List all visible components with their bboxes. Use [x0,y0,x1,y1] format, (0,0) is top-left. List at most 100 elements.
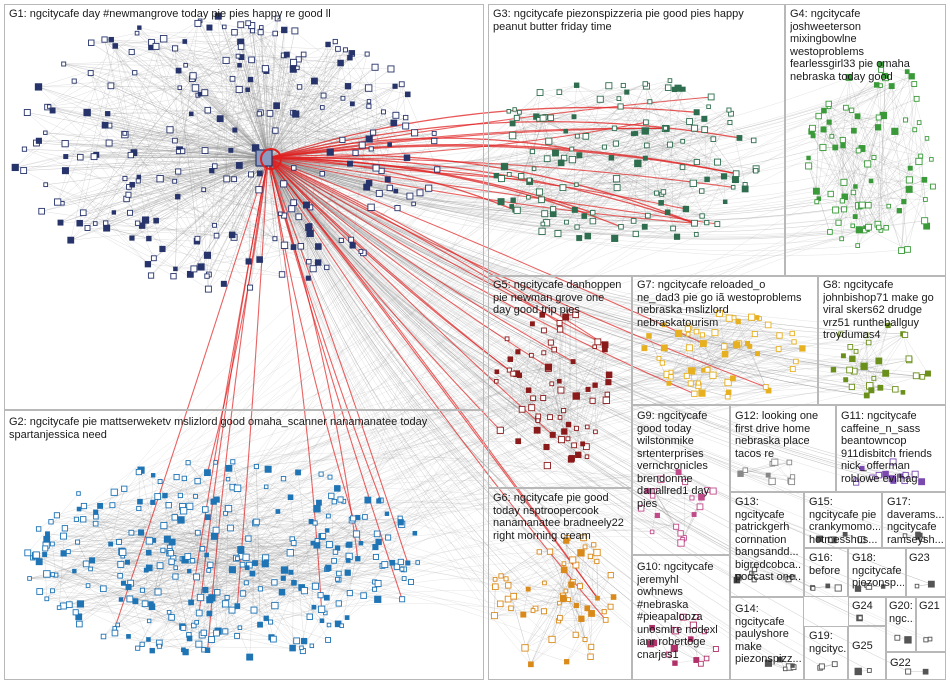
edge [267,111,384,159]
edge [29,578,294,583]
edge [611,128,666,158]
edge [267,83,402,159]
edge [573,116,756,171]
edge [835,110,852,148]
edge [131,237,197,242]
edge [216,235,275,239]
edge [267,157,668,217]
group-label-g21: G21 [919,600,940,612]
edge [240,46,343,141]
edge [501,135,578,179]
edge [267,101,370,159]
edge [60,140,176,223]
edge [52,574,124,584]
edge [52,486,267,575]
edge [63,63,374,133]
edge [283,478,362,544]
edge [63,63,353,104]
edge [552,316,566,435]
edge [267,85,396,159]
edge [15,157,269,168]
edge [577,135,605,148]
edge [575,605,577,635]
edge [295,107,323,115]
edge [273,542,314,640]
edge [293,533,378,544]
edge [135,497,291,602]
edge [314,48,339,82]
edge [517,128,695,211]
edge [310,501,344,522]
edge [208,157,269,290]
group-label-g8: G8: ngcitycafe johnbishop71 make go vira… [823,279,934,341]
edge [672,168,757,229]
edge [246,582,297,642]
edge [557,179,708,234]
edge [138,176,217,236]
edge [217,16,269,159]
edge [553,213,678,237]
edge [831,136,921,157]
edge [105,222,149,265]
edge [55,567,248,576]
edge [128,189,259,195]
edge [866,138,928,229]
edge [241,516,366,557]
edge [59,558,237,608]
edge [267,41,336,159]
edge [252,30,300,217]
edge [129,193,380,213]
edge [150,462,189,605]
edge [46,573,186,653]
edge [267,157,819,215]
edge [65,138,370,157]
edge [560,389,577,429]
edge [855,129,915,187]
edge [323,53,352,96]
edge [46,538,293,575]
edge [379,132,415,194]
edge [857,199,926,246]
edge [63,510,184,554]
edge [868,186,934,206]
edge [65,170,106,224]
edge [38,138,370,142]
edge [225,60,227,179]
edge [217,592,322,621]
edge [528,329,561,391]
edge [509,174,593,222]
edge [83,505,237,559]
edge [87,65,240,113]
edge [65,170,149,265]
edge [269,41,336,114]
edge [238,89,269,159]
edge [538,106,709,120]
edge [838,159,932,223]
edge [74,80,269,159]
edge [835,147,872,182]
edge [134,72,269,159]
edge [241,501,344,557]
edge [267,76,912,167]
edge [267,157,860,239]
edge [90,72,210,275]
edge [63,63,260,114]
edge [514,118,544,211]
edge [517,351,588,457]
edge [109,72,135,126]
edge [267,62,341,159]
edge [35,495,166,556]
edge [267,157,844,206]
edge [572,159,618,188]
edge [91,32,138,43]
edge [45,157,269,185]
edge [267,52,353,159]
edge [292,542,294,649]
edge [175,48,411,197]
group-panel-g2 [4,410,484,680]
edge [130,154,269,159]
edge [110,32,261,86]
edge [105,178,227,224]
edge [723,176,726,202]
edge [79,157,269,224]
